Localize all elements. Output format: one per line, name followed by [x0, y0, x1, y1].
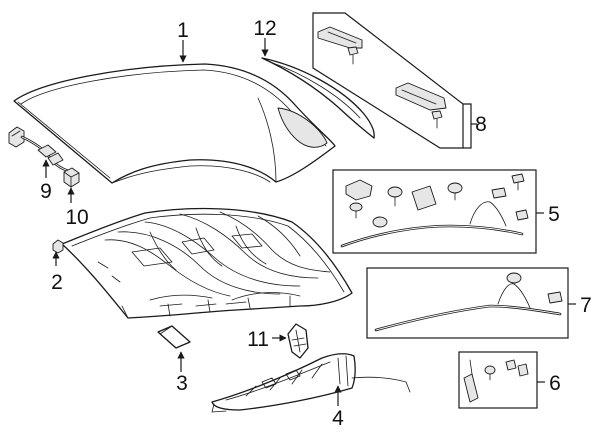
part-11-bracket [287, 323, 309, 359]
callout-9: 9 [40, 180, 52, 203]
part-4-pillar-trim [211, 353, 411, 413]
callout-8: 8 [475, 113, 487, 136]
part-9-connector-harness [8, 126, 74, 174]
part-10-clip [63, 167, 80, 188]
inset-box-7 [366, 267, 569, 339]
callout-6: 6 [549, 372, 561, 395]
callout-10: 10 [65, 206, 88, 229]
callout-3: 3 [176, 372, 188, 395]
callout-2: 2 [51, 271, 63, 294]
part-1-roof-panel [13, 63, 336, 184]
callout-12: 12 [253, 17, 276, 40]
part-12-seal-strip [261, 57, 375, 139]
callout-7: 7 [580, 294, 592, 317]
part-3-block [157, 325, 191, 349]
inset-box-8 [312, 12, 464, 149]
leader-lines [42, 38, 576, 406]
inset-box-5 [332, 169, 537, 254]
callout-11: 11 [247, 328, 269, 351]
inset-box-6 [458, 351, 538, 409]
callout-1: 1 [177, 19, 189, 42]
callout-labels: 1 12 9 10 2 3 11 4 8 5 7 6 [40, 17, 592, 430]
callout-4: 4 [332, 407, 344, 430]
part-2-headliner-frame [52, 207, 353, 319]
leader-8 [463, 103, 472, 149]
callout-5: 5 [548, 203, 560, 226]
